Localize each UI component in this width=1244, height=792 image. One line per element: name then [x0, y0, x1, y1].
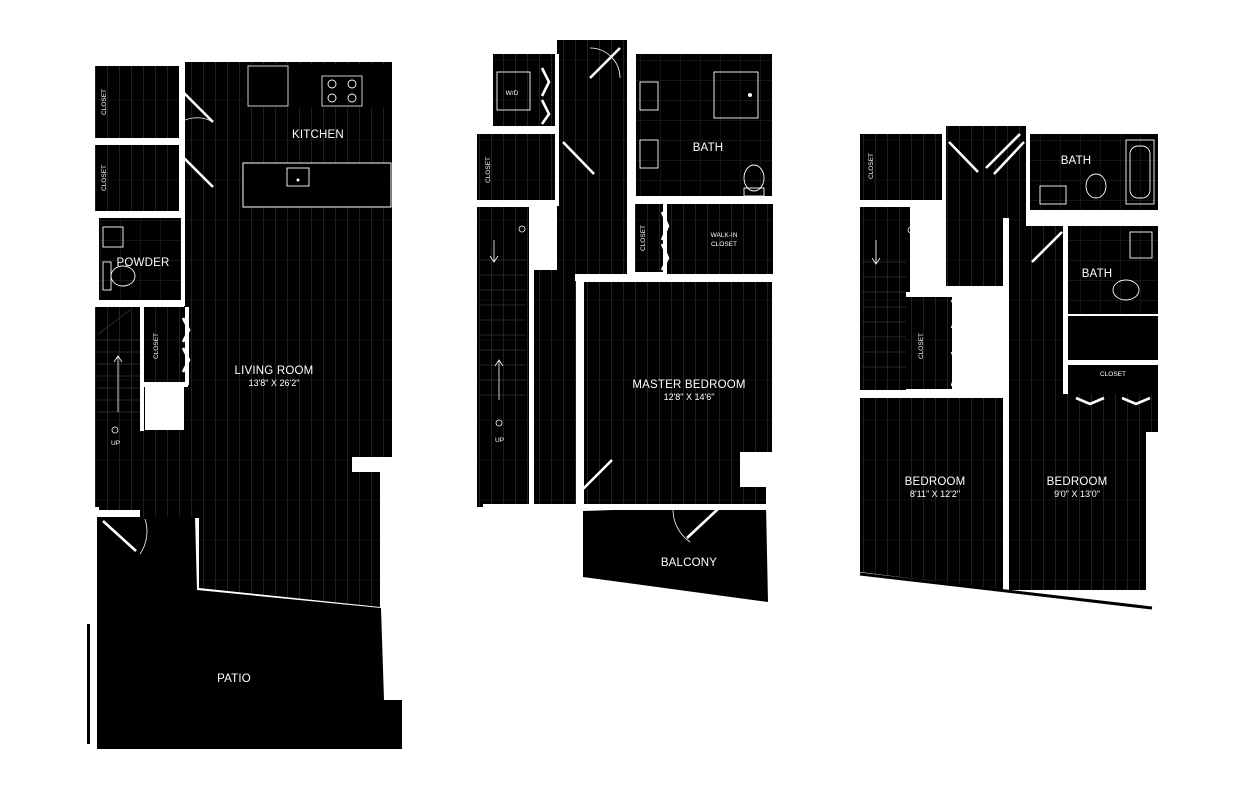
cooktop-icon: [321, 75, 363, 107]
bath-label: BATH: [1061, 155, 1092, 167]
bedroom-b-dim: 9'0" X 13'0": [1054, 489, 1100, 499]
sink-icon: [639, 81, 659, 169]
closet-label: CLOSET: [640, 225, 647, 251]
walk-in-closet-label: CLOSET: [711, 241, 737, 248]
master-bedroom-dim: 12'8" X 14'6": [664, 392, 715, 402]
shower-icon: [713, 71, 759, 119]
bedroom-b-label: BEDROOM: [1047, 476, 1108, 488]
living-room-dim: 13'8" X 26'2": [249, 378, 300, 388]
closet-small-floor: [631, 204, 663, 272]
patio-label: PATIO: [217, 673, 251, 685]
bedroom-a-dim: 8'11" X 12'2": [910, 489, 960, 499]
patio-railing: [87, 624, 90, 744]
bedroom-b-floor: [1008, 226, 1158, 590]
toilet-icon: [102, 261, 136, 291]
master-bedroom-label: MASTER BEDROOM: [632, 379, 745, 391]
entry-floor: [99, 430, 199, 510]
patio-floor: [97, 517, 402, 749]
sink-icon: [102, 226, 124, 248]
living-room-label: LIVING ROOM: [235, 365, 314, 377]
stair-dn-label: DN: [918, 227, 928, 234]
master-bedroom-floor: [584, 282, 772, 504]
kitchen-island: [242, 162, 392, 208]
bedroom-a-label: BEDROOM: [905, 476, 966, 488]
toilet-icon: [1085, 173, 1140, 301]
stair-arrow-icon: [871, 226, 915, 265]
toilet-icon: [743, 164, 765, 197]
sink-icon: [1039, 185, 1153, 259]
closet-top-floor-3: [1068, 364, 1158, 394]
shower-floor-3: [1068, 316, 1158, 360]
closet-label: CLOSET: [101, 89, 108, 115]
closet-1-floor: [95, 66, 179, 138]
closet-floor-2: [477, 134, 559, 200]
closet-label: CLOSET: [485, 157, 492, 183]
kitchen-fridge: [247, 65, 289, 107]
bath-label: BATH: [1082, 268, 1113, 280]
closet-label: CLOSET: [868, 153, 875, 179]
washer-dryer-icon: [496, 71, 531, 111]
walk-in-floor: [667, 204, 773, 274]
stair-treads-floor-1: [96, 309, 140, 413]
bedroom-a-floor: [860, 398, 1003, 590]
closet-mid-floor-3: [910, 297, 952, 389]
bath-floor-3a: [1030, 134, 1158, 210]
closet-label: CLOSET: [918, 333, 925, 359]
floor-1-plan: KITCHEN POWDER LIVING ROOM 13'8" X 26'2"…: [87, 62, 402, 749]
closet-2-floor: [95, 145, 179, 211]
stair-dn-label: DN: [535, 229, 545, 236]
bath-floor-2: [636, 54, 772, 196]
stair-closet-floor: [145, 307, 185, 382]
closet-floor-3: [860, 134, 942, 200]
closet-label: CLOSET: [1100, 371, 1126, 378]
walk-in-label: WALK-IN: [711, 232, 738, 239]
bath-floor-3b: [1068, 226, 1158, 314]
stair-floor-2: [477, 207, 529, 507]
powder-label: POWDER: [117, 257, 170, 269]
stair-up-label: UP: [111, 440, 120, 447]
closet-label: CLOSET: [153, 333, 160, 359]
hall-lower-floor: [529, 270, 579, 510]
bathtub-icon: [1125, 139, 1155, 205]
stair-floor-3: [860, 207, 910, 397]
powder-floor: [99, 218, 181, 300]
balcony-floor: [583, 505, 768, 602]
kitchen-label: KITCHEN: [292, 129, 344, 141]
stair-arrow-icon: [111, 355, 123, 434]
kitchen-sink-icon: [286, 167, 310, 187]
hall-floor: [557, 40, 627, 280]
balcony-label: BALCONY: [661, 557, 717, 569]
stair-treads-floor-3: [862, 261, 906, 368]
stair-up-label: UP: [495, 437, 504, 444]
stair-treads-floor-2: [480, 259, 526, 396]
stair-arrow-icon: [489, 225, 526, 427]
closet-label: CLOSET: [101, 165, 108, 191]
floor-2-plan: W/D CLOSET BATH CLOSET WALK-IN CLOSET MA…: [477, 40, 773, 602]
floor-3-plan: CLOSET BATH BATH CLOSET CLOSET BEDROOM 8…: [859, 126, 1158, 610]
wd-label: W/D: [506, 90, 519, 97]
bath-label: BATH: [693, 142, 724, 154]
